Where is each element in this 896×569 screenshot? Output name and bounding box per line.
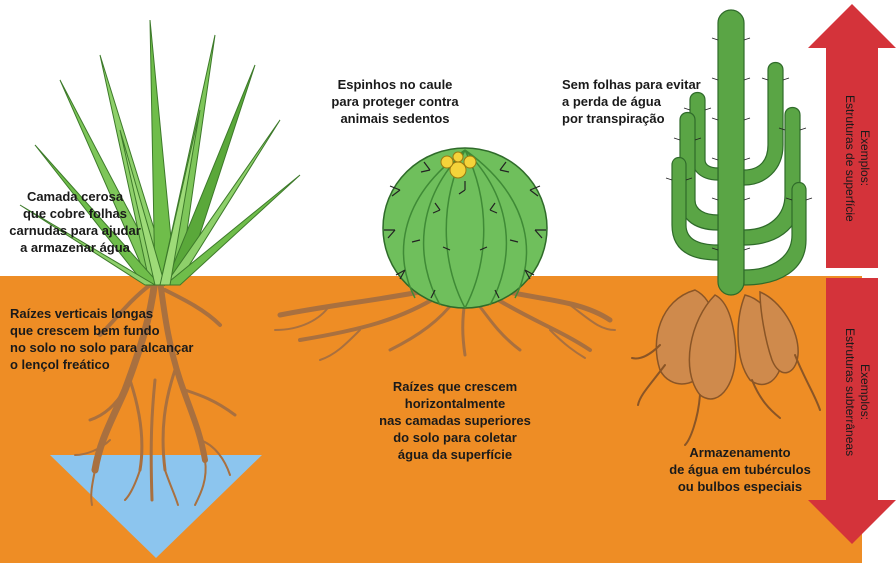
- label-aloe-surface: Camada cerosa que cobre folhas carnudas …: [9, 189, 141, 255]
- label-cactus-roots: Armazenamento de água em tubérculos ou b…: [669, 445, 811, 494]
- cactus-spines: [665, 37, 813, 251]
- barrel-cactus: [274, 147, 616, 361]
- label-barrel-surface: Espinhos no caule para proteger contra a…: [331, 77, 459, 126]
- aloe-roots: [74, 276, 237, 506]
- barrel-roots: [274, 287, 616, 361]
- surface-arrow: [808, 4, 896, 268]
- water-table: [50, 455, 262, 558]
- label-barrel-roots: Raízes que crescem horizontalmente nas c…: [379, 379, 531, 462]
- label-cactus-surface: Sem folhas para evitar a perda de água p…: [562, 77, 701, 126]
- tall-cactus: [631, 9, 821, 446]
- underground-arrow: [808, 278, 896, 544]
- cactus-tubers: [655, 289, 799, 400]
- barrel-flower: [440, 151, 477, 179]
- label-aloe-roots: Raízes verticais longas que crescem bem …: [10, 306, 194, 372]
- aloe-plant: [19, 19, 301, 506]
- underground-arrow-label: Exemplos: Estruturas subterrâneas: [843, 327, 872, 457]
- surface-arrow-label: Exemplos: Estruturas de superfície: [843, 94, 872, 222]
- barrel-spines: [384, 161, 546, 299]
